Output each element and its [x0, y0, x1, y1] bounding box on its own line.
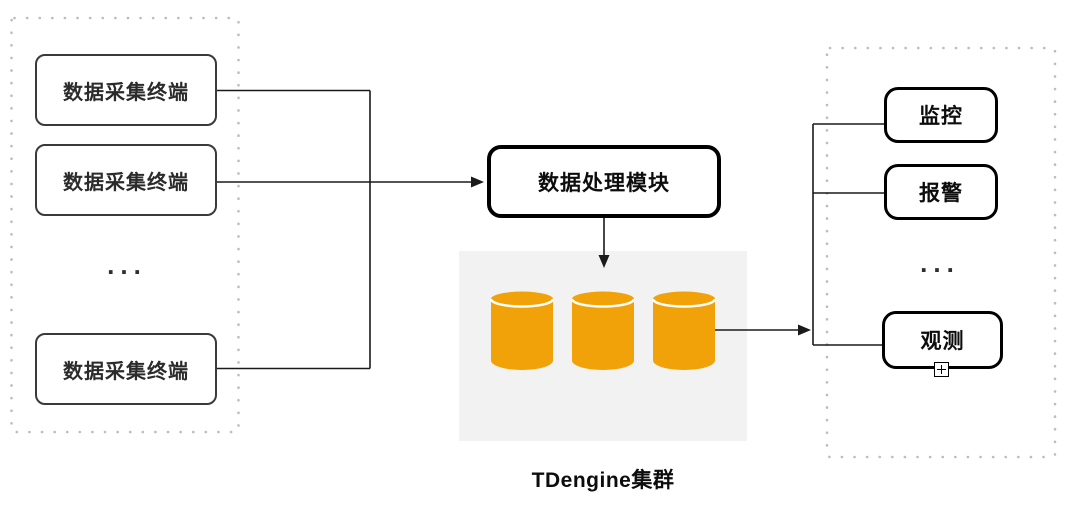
monitor-node-label: 监控 [919, 105, 963, 128]
terminal-node-3-label: 数据采集终端 [63, 360, 189, 383]
observe-node[interactable]: 观测 [882, 311, 1003, 369]
processing-module-node[interactable]: 数据处理模块 [487, 145, 721, 218]
terminal-node-2-label: 数据采集终端 [63, 171, 189, 194]
db-cylinder-2 [570, 291, 636, 370]
terminal-node-1-label: 数据采集终端 [63, 81, 189, 104]
left-group-ellipsis: ... [107, 250, 147, 280]
processing-module-label: 数据处理模块 [538, 171, 670, 195]
alert-node-label: 报警 [919, 182, 963, 205]
left-group-dotted-border [10, 16, 240, 434]
db-cylinders [489, 291, 717, 370]
terminal-node-1[interactable]: 数据采集终端 [35, 54, 217, 126]
cluster-label: TDengine集群 [531, 469, 675, 492]
terminal-node-3[interactable]: 数据采集终端 [35, 333, 217, 405]
db-cylinder-3 [651, 291, 717, 370]
arrowhead-to-cluster [598, 255, 610, 268]
alert-node[interactable]: 报警 [884, 164, 998, 220]
expand-plus-icon[interactable] [934, 362, 949, 377]
right-connectors [812, 123, 886, 346]
arrowhead-cluster-out [798, 324, 811, 336]
right-group-ellipsis: ... [920, 248, 960, 278]
arrowhead-to-processing [471, 176, 484, 188]
terminal-node-2[interactable]: 数据采集终端 [35, 144, 217, 216]
db-cylinder-1 [489, 291, 555, 370]
observe-node-label: 观测 [920, 330, 965, 353]
right-group-dotted-border [825, 46, 1057, 459]
monitor-node[interactable]: 监控 [884, 87, 998, 143]
left-connectors [217, 89, 473, 370]
